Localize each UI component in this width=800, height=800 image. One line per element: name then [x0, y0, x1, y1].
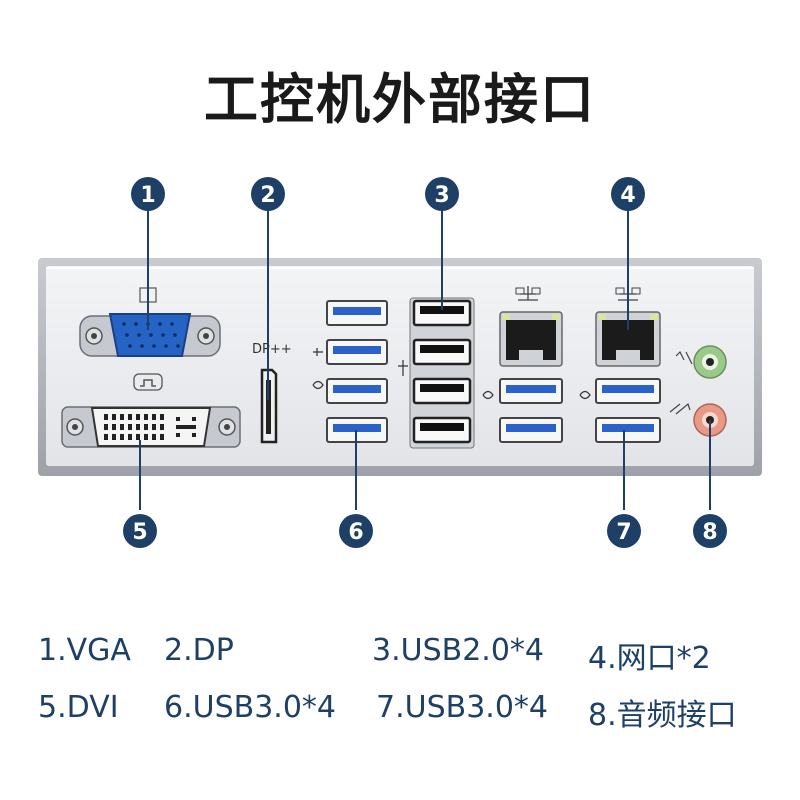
- callout-4: 4: [611, 177, 645, 211]
- svg-text:4: 4: [620, 183, 635, 208]
- callout-2: 2: [251, 177, 285, 211]
- callout-1: 1: [131, 177, 165, 211]
- page-title: 工控机外部接口: [204, 68, 596, 131]
- svg-text:2: 2: [260, 183, 275, 208]
- legend-item-audio: 8.音频接口: [588, 698, 737, 733]
- svg-text:3: 3: [434, 183, 449, 208]
- lan-usb3-stack-1: [482, 286, 563, 443]
- callout-lines: [139, 210, 711, 510]
- callout-3: 3: [425, 177, 459, 211]
- displayport-port: DP++: [252, 342, 292, 444]
- callout-6: 6: [339, 514, 373, 548]
- callout-7: 7: [607, 514, 641, 548]
- legend-item-dp: 2.DP: [164, 633, 234, 668]
- dp-label: DP++: [252, 342, 292, 357]
- legend-item-dvi: 5.DVI: [38, 690, 119, 725]
- legend-item-lan: 4.网口*2: [588, 641, 711, 676]
- svg-text:7: 7: [616, 520, 631, 545]
- dvi-port: [61, 373, 241, 448]
- vga-port: [79, 287, 221, 357]
- legend-item-vga: 1.VGA: [38, 633, 131, 668]
- svg-text:1: 1: [140, 183, 155, 208]
- callout-markers: 1 2 3 4 5 6 7 8: [123, 177, 727, 548]
- svg-text:6: 6: [348, 520, 363, 545]
- legend-item-usb3-right: 7.USB3.0*4: [376, 690, 549, 725]
- legend-item-usb2: 3.USB2.0*4: [372, 633, 545, 668]
- svg-text:5: 5: [132, 520, 147, 545]
- legend-item-usb3-left: 6.USB3.0*4: [164, 690, 337, 725]
- svg-text:8: 8: [702, 520, 717, 545]
- callout-5: 5: [123, 514, 157, 548]
- callout-8: 8: [693, 514, 727, 548]
